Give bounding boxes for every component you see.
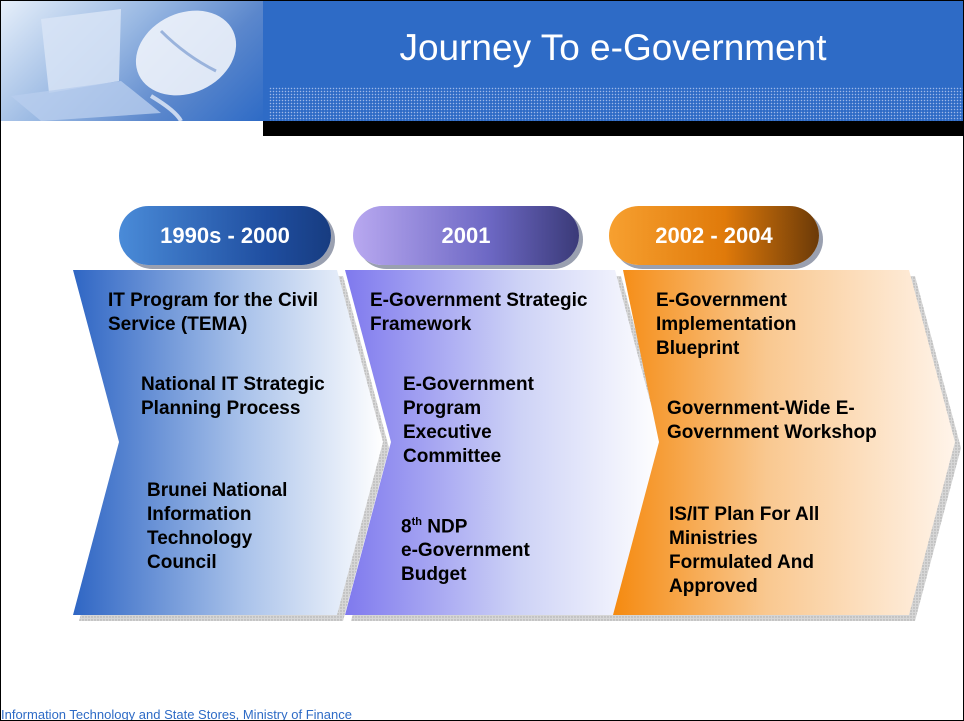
laptop-keyboard xyxy=(11,81,161,121)
header: Journey To e-Government xyxy=(1,1,963,136)
laptop-screen xyxy=(41,9,121,93)
milestone-item: E-Government Implementation Blueprint xyxy=(656,290,797,359)
milestone-item: E-Government Program Executive Committee xyxy=(403,374,534,467)
mouse-cable xyxy=(149,94,183,123)
chevron-2001 xyxy=(345,270,661,615)
milestone-item: IS/IT Plan For All Ministries Formulated… xyxy=(669,504,820,597)
ndp-number: 8 xyxy=(401,516,412,538)
footer-text: Information Technology and State Stores,… xyxy=(1,707,352,721)
milestone-item: Government-Wide E-Government Workshop xyxy=(667,398,877,443)
header-photo xyxy=(1,1,263,123)
milestone-item: National IT Strategic Planning Process xyxy=(141,374,325,419)
chevron-1990s xyxy=(73,270,383,615)
mouse-split xyxy=(159,29,217,73)
period-pill-1990s-2000: 1990s - 2000 xyxy=(119,206,331,265)
ndp-ordinal-suffix: th xyxy=(411,516,422,528)
header-black-bar xyxy=(263,121,963,136)
period-pill-2002-2004: 2002 - 2004 xyxy=(609,206,819,265)
period-pill-2001: 2001 xyxy=(353,206,579,265)
laptop-mouse-image xyxy=(11,9,237,123)
milestone-item: IT Program for the Civil Service (TEMA) xyxy=(108,290,319,335)
timeline-chevrons xyxy=(73,270,961,621)
page-title: Journey To e-Government xyxy=(399,27,827,68)
milestone-item: Brunei National Information Technology C… xyxy=(147,480,288,573)
dotted-band xyxy=(269,87,963,121)
chevron-2002-2004 xyxy=(613,270,955,615)
milestone-item: E-Government Strategic Framework xyxy=(370,290,588,335)
